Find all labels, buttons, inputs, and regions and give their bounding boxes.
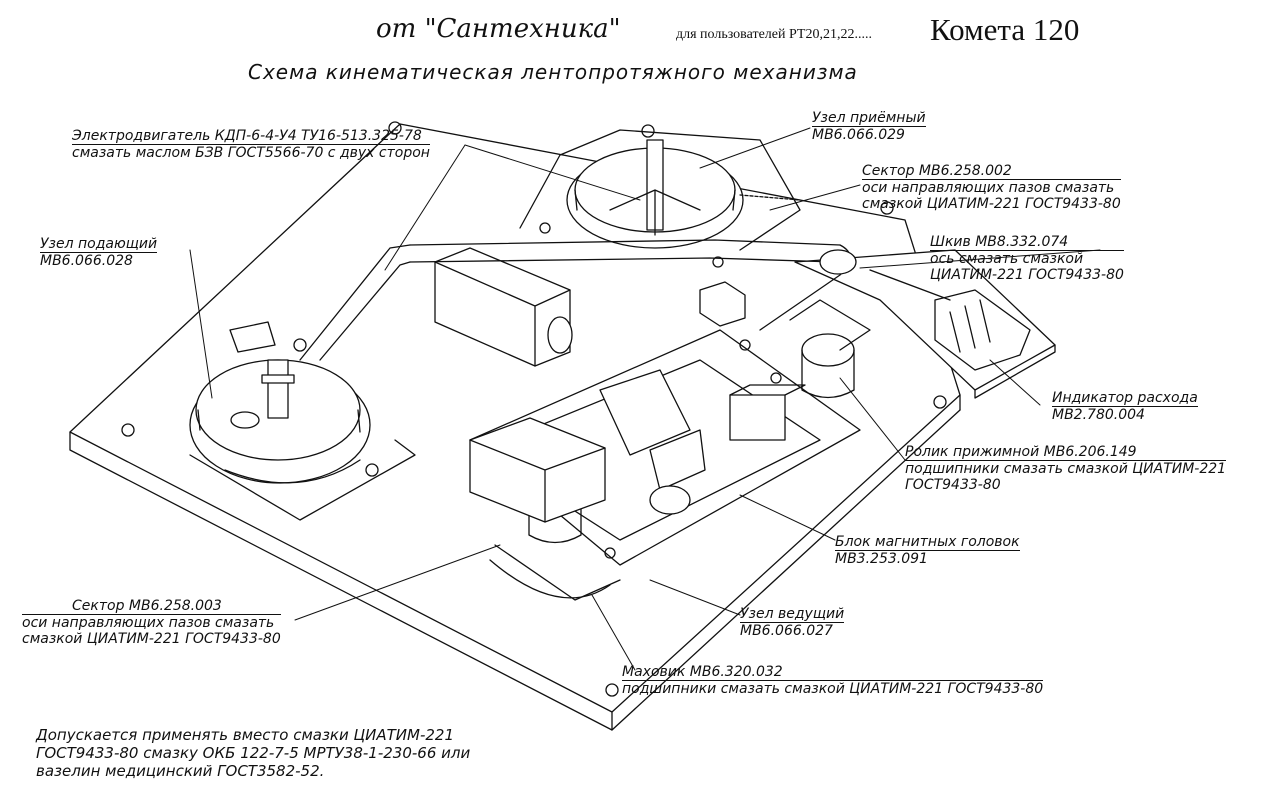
label-motor: Электродвигатель КДП-6-4-У4 ТУ16-513.325… <box>72 128 430 161</box>
label-sector-top-line3: смазкой ЦИАТИМ-221 ГОСТ9433-80 <box>862 196 1121 212</box>
label-pinch-roller-line1: Ролик прижимной МВ6.206.149 <box>905 444 1227 461</box>
leader-lines <box>189 127 1101 671</box>
label-pinch-roller-line3: ГОСТ9433-80 <box>905 477 1001 493</box>
label-pulley: Шкив МВ8.332.074 ось смазать смазкой ЦИА… <box>930 234 1124 283</box>
label-counter-line1: Индикатор расхода <box>1052 390 1198 407</box>
tape-counter <box>869 269 1031 371</box>
label-sector-bottom-line3: смазкой ЦИАТИМ-221 ГОСТ9433-80 <box>22 631 281 647</box>
label-pulley-line1: Шкив МВ8.332.074 <box>930 234 1124 251</box>
label-counter: Индикатор расхода МВ2.780.004 <box>1052 390 1198 423</box>
label-drive-unit-line2: МВ6.066.027 <box>740 623 833 639</box>
label-supply-unit-line1: Узел подающий <box>40 236 158 253</box>
lubricant-note-line2: ГОСТ9433-80 смазку ОКБ 122-7-5 МРТУ38-1-… <box>36 744 471 762</box>
lubricant-note-line1: Допускается применять вместо смазки ЦИАТ… <box>36 726 455 744</box>
label-sector-bottom-line1: Сектор МВ6.258.003 <box>22 598 281 615</box>
supply-bracket <box>189 321 416 521</box>
label-take-up-unit: Узел приёмный МВ6.066.029 <box>812 110 926 143</box>
label-counter-line2: МВ2.780.004 <box>1052 407 1145 423</box>
label-pinch-roller: Ролик прижимной МВ6.206.149 подшипники с… <box>905 444 1227 493</box>
take-up-reel <box>519 129 801 251</box>
label-motor-line2: смазать маслом БЗВ ГОСТ5566-70 с двух ст… <box>72 145 430 161</box>
header-users: для пользователей РТ20,21,22..... <box>676 27 872 42</box>
label-pulley-line3: ЦИАТИМ-221 ГОСТ9433-80 <box>930 267 1124 283</box>
drive-belts <box>299 239 857 361</box>
label-drive-unit-line1: Узел ведущий <box>740 606 845 623</box>
label-take-up-unit-line2: МВ6.066.029 <box>812 127 905 143</box>
label-take-up-unit-line1: Узел приёмный <box>812 110 926 127</box>
label-pinch-roller-line2: подшипники смазать смазкой ЦИАТИМ-221 <box>905 461 1227 477</box>
screw-heads <box>121 121 947 697</box>
label-supply-unit-line2: МВ6.066.028 <box>40 253 133 269</box>
label-sector-bottom: Сектор МВ6.258.003 оси направляющих пазо… <box>22 598 281 647</box>
label-drive-unit: Узел ведущий МВ6.066.027 <box>740 606 845 639</box>
label-motor-line1: Электродвигатель КДП-6-4-У4 ТУ16-513.325… <box>72 128 430 145</box>
header-credit: от "Сантехника" <box>376 14 621 44</box>
label-head-block-line2: МВ3.253.091 <box>835 551 928 567</box>
label-flywheel: Маховик МВ6.320.032 подшипники смазать с… <box>622 664 1044 697</box>
label-sector-top-line2: оси направляющих пазов смазать <box>862 180 1115 196</box>
label-supply-unit: Узел подающий МВ6.066.028 <box>40 236 158 269</box>
motor <box>434 247 573 367</box>
label-sector-top: Сектор МВ6.258.002 оси направляющих пазо… <box>862 163 1121 212</box>
label-head-block: Блок магнитных головок МВ3.253.091 <box>835 534 1020 567</box>
supply-reel <box>189 359 371 484</box>
label-pulley-line2: ось смазать смазкой <box>930 251 1084 267</box>
pinch-roller <box>789 299 871 399</box>
solenoid-box <box>469 417 606 523</box>
label-flywheel-line1: Маховик МВ6.320.032 <box>622 664 1044 681</box>
label-head-block-line1: Блок магнитных головок <box>835 534 1020 551</box>
header-model: Комета 120 <box>930 12 1080 47</box>
lubricant-note-line3: вазелин медицинский ГОСТ3582-52. <box>36 762 325 780</box>
label-sector-bottom-line2: оси направляющих пазов смазать <box>22 615 275 631</box>
connector-block <box>699 281 746 327</box>
label-flywheel-line2: подшипники смазать смазкой ЦИАТИМ-221 ГО… <box>622 681 1044 697</box>
lubricant-note: Допускается применять вместо смазки ЦИАТ… <box>36 726 470 780</box>
diagram-subtitle: Схема кинематическая лентопротяжного мех… <box>248 60 858 84</box>
label-sector-top-line1: Сектор МВ6.258.002 <box>862 163 1121 180</box>
